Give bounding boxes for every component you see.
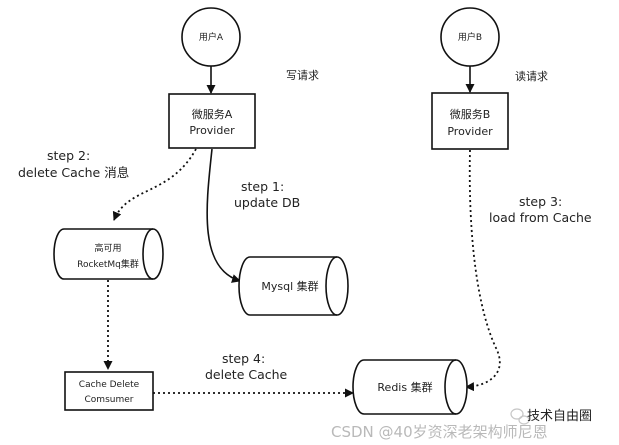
read-request-label: 读请求 [515,69,548,83]
step2-desc: delete Cache 消息 [18,165,129,180]
arrow-service-a-to-mysql [206,148,241,283]
service-b-name: 微服务B [450,107,491,121]
cache-delete-label-2: Comsumer [85,395,134,405]
rocketmq-cylinder [53,228,164,280]
user-a-label: 用户A [199,31,224,43]
csdn-watermark: CSDN @40岁资深老架构师尼恩 [331,423,548,441]
service-b-box [431,92,509,150]
mysql-cylinder [238,256,349,316]
service-a-provider: Provider [189,124,235,137]
redis-label: Redis 集群 [377,380,432,394]
step4-title: step 4: [222,351,265,366]
step1-title: step 1: [241,179,284,194]
write-request-label: 写请求 [286,69,319,82]
arrow-service-b-to-redis [465,149,501,392]
step2-title: step 2: [47,148,90,163]
step3-title: step 3: [519,194,562,209]
service-a-name: 微服务A [192,107,233,121]
cache-delete-label-1: Cache Delete [79,380,140,390]
wechat-icon [510,408,530,425]
step3-desc: load from Cache [489,210,592,225]
service-b-provider: Provider [447,125,493,138]
brand-watermark: 技术自由圈 [527,409,592,424]
redis-cylinder [352,359,468,415]
user-b-label: 用户B [458,31,482,43]
service-a-box [168,93,256,149]
rocketmq-label-2: RocketMq集群 [77,258,139,270]
arrow-service-a-to-rocketmq [112,148,197,221]
mysql-label: Mysql 集群 [261,279,318,293]
cache-delete-consumer-box [64,371,154,411]
step1-desc: update DB [234,195,300,210]
step4-desc: delete Cache [205,367,288,382]
rocketmq-label-1: 高可用 [94,242,121,254]
